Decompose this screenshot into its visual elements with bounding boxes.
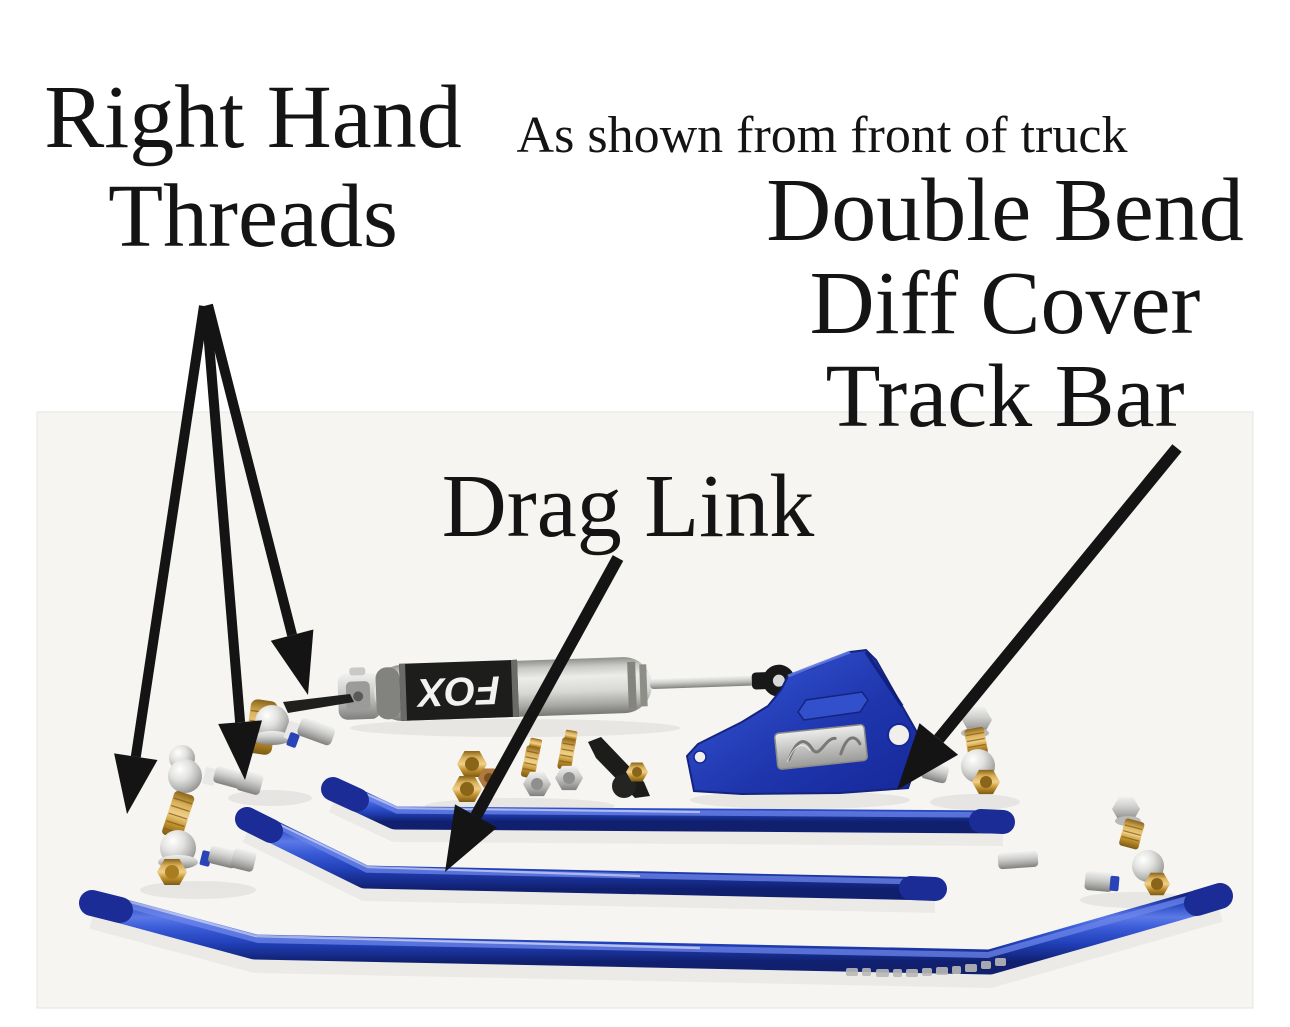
part-shadows bbox=[140, 719, 1190, 908]
label-track-bar-line3: Track Bar bbox=[825, 347, 1185, 447]
label-view-note: As shown from front of truck bbox=[516, 107, 1128, 164]
tie-rod-bar bbox=[79, 883, 1233, 975]
fox-logo-text: FOX bbox=[415, 667, 501, 714]
arrow-threads-left bbox=[114, 305, 209, 814]
track-bar bbox=[321, 777, 1015, 834]
mounting-bolts bbox=[520, 729, 583, 797]
locating-tab bbox=[283, 694, 354, 713]
arrow-drag-link bbox=[445, 555, 624, 872]
tie-rod-weld-text bbox=[846, 958, 1006, 977]
bracket-hole bbox=[887, 723, 911, 747]
label-right-hand-threads-line2: Threads bbox=[108, 167, 398, 266]
bracket-logo-plate bbox=[774, 723, 868, 770]
fox-logo-band: FOX bbox=[399, 659, 519, 721]
label-drag-link: Drag Link bbox=[441, 457, 815, 556]
arrow-threads-right bbox=[203, 303, 314, 695]
frame-bracket bbox=[685, 648, 921, 796]
label-track-bar-line2: Diff Cover bbox=[809, 254, 1201, 354]
bracket-ridge bbox=[797, 691, 869, 721]
arrow-threads-middle bbox=[201, 305, 262, 780]
label-track-bar-line1: Double Bend bbox=[766, 161, 1244, 260]
arrow-track-bar bbox=[897, 444, 1182, 790]
annotation-arrows bbox=[114, 303, 1182, 872]
drag-link-bar bbox=[235, 807, 947, 901]
label-right-hand-threads: Right Hand Threads bbox=[25, 68, 481, 266]
bar-shadows bbox=[89, 793, 1223, 988]
tie-rod-end-pair-left bbox=[157, 745, 264, 885]
stabilizer-clevis bbox=[337, 667, 381, 720]
label-double-bend-track-bar: Double Bend Diff Cover Track Bar bbox=[756, 161, 1254, 447]
bracket-foot-hole bbox=[693, 750, 707, 764]
adjustment-clamp bbox=[588, 737, 650, 798]
stabilizer-shaft bbox=[649, 675, 762, 690]
label-right-hand-threads-line1: Right Hand bbox=[44, 68, 462, 167]
tie-rod-end-right-upper bbox=[921, 707, 1000, 795]
fox-stabilizer: FOX bbox=[337, 657, 795, 721]
tie-rod-end-right-lower bbox=[997, 796, 1170, 896]
